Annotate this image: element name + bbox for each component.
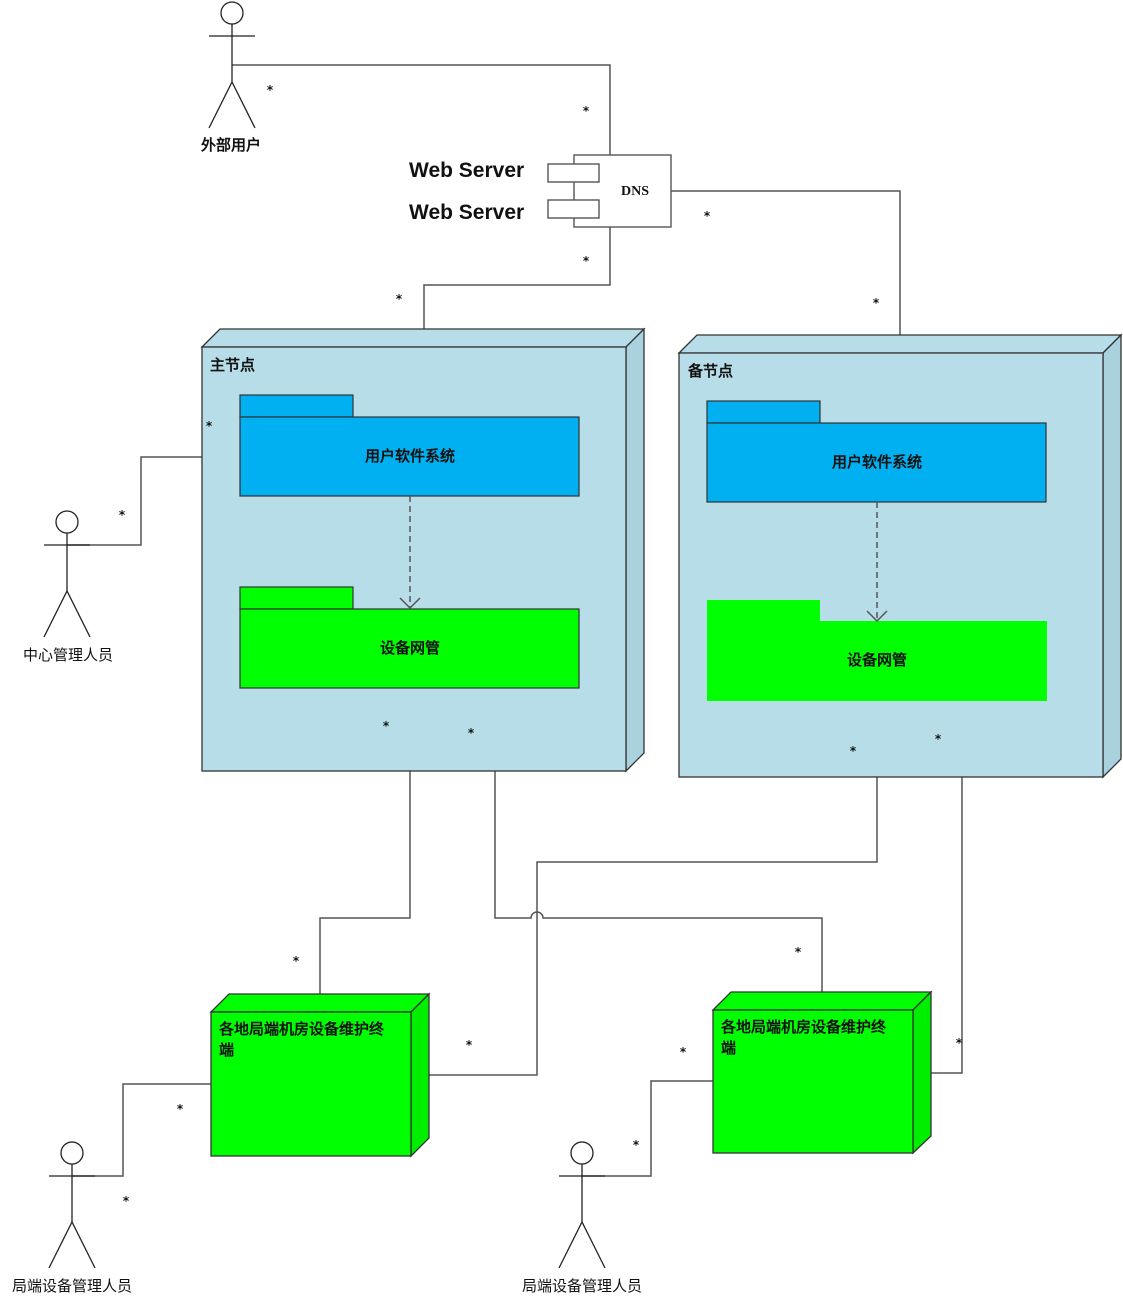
package-label: 设备网管	[847, 651, 907, 669]
multiplicity-label: *	[293, 954, 300, 968]
package-software-primary[interactable]: 用户软件系统	[239, 394, 580, 497]
node-primary-label: 主节点	[210, 356, 255, 374]
node-backup-side	[1102, 333, 1122, 779]
multiplicity-label: *	[583, 254, 590, 268]
web-server-label: Web Server	[409, 159, 524, 182]
actor-label: 外部用户	[200, 136, 261, 154]
node-backup-top	[677, 334, 1123, 354]
package-body	[239, 608, 580, 689]
component-icon	[547, 163, 600, 183]
package-body	[706, 422, 1047, 503]
terminal-label-line1: 各地局端机房设备维护终	[720, 1018, 887, 1036]
package-tab	[239, 586, 354, 610]
package-tab	[706, 400, 821, 424]
terminal-label-line2: 端	[721, 1039, 736, 1057]
multiplicity-label: *	[633, 1138, 640, 1152]
dns-label: DNS	[621, 184, 649, 199]
actor-label: 局端设备管理人员	[522, 1277, 642, 1295]
actor-label: 中心管理人员	[23, 646, 113, 664]
conn-user-dns[interactable]	[232, 64, 611, 155]
actor-head-icon	[55, 510, 79, 534]
actor-head-icon	[570, 1141, 594, 1165]
node-primary[interactable]: 主节点 用户软件系统 设备网管	[200, 327, 646, 773]
multiplicity-label: *	[267, 83, 274, 97]
package-label: 设备网管	[380, 639, 440, 657]
multiplicity-label: *	[206, 419, 213, 433]
connectors	[67, 64, 963, 1177]
actor-head-icon	[60, 1141, 84, 1165]
conn-nms2-term-right[interactable]	[922, 701, 963, 1074]
actor-legs	[48, 1220, 96, 1269]
multiplicity-label: *	[680, 1045, 687, 1059]
terminal-label: 各地局端机房设备维护终 端	[720, 1018, 891, 1057]
conn-local1-term[interactable]	[72, 1083, 211, 1177]
terminal-left[interactable]: 各地局端机房设备维护终 端	[209, 992, 431, 1158]
multiplicity-label: *	[468, 726, 475, 740]
multiplicity-label: *	[396, 292, 403, 306]
multiplicities: * * * * * * * * * * * * * * * * * * * *	[119, 83, 963, 1208]
terminal-top	[711, 991, 933, 1011]
package-body	[239, 416, 580, 497]
node-primary-side	[625, 327, 645, 773]
terminal-body	[712, 1009, 914, 1154]
web-server-label: Web Server	[409, 201, 524, 224]
multiplicity-label: *	[466, 1038, 473, 1052]
terminal-top	[209, 993, 431, 1013]
dependency-primary	[399, 496, 421, 610]
multiplicity-label: *	[383, 719, 390, 733]
node-backup-label: 备节点	[687, 362, 733, 380]
package-label: 用户软件系统	[365, 447, 455, 465]
multiplicity-label: *	[850, 744, 857, 758]
terminal-label-line2: 端	[219, 1041, 234, 1059]
terminal-label: 各地局端机房设备维护终 端	[218, 1020, 389, 1059]
dns-component[interactable]: DNS	[547, 154, 672, 228]
actor-local-admin-1[interactable]: 局端设备管理人员	[12, 1141, 132, 1295]
actor-label: 局端设备管理人员	[12, 1277, 132, 1295]
multiplicity-label: *	[956, 1036, 963, 1050]
multiplicity-label: *	[704, 209, 711, 223]
terminal-label-line1: 各地局端机房设备维护终	[218, 1020, 385, 1038]
conn-local2-term[interactable]	[582, 1080, 713, 1177]
actor-local-admin-2[interactable]: 局端设备管理人员	[522, 1141, 642, 1295]
package-label: 用户软件系统	[832, 453, 922, 471]
multiplicity-label: *	[873, 296, 880, 310]
package-software-backup[interactable]: 用户软件系统	[706, 400, 1047, 503]
conn-center-software[interactable]	[67, 456, 240, 546]
actor-legs	[558, 1220, 606, 1269]
package-nms-backup[interactable]: 设备网管	[707, 600, 1047, 701]
component-icon	[547, 199, 600, 219]
terminal-side	[410, 992, 430, 1158]
package-tab	[239, 394, 354, 418]
actor-legs	[208, 80, 256, 129]
actor-external-user[interactable]: 外部用户	[200, 1, 261, 154]
actor-center-admin[interactable]: 中心管理人员	[23, 510, 113, 664]
conn-nms2-term-left[interactable]	[421, 701, 878, 1076]
multiplicity-label: *	[119, 508, 126, 522]
conn-nms1-term-left[interactable]	[319, 688, 411, 1000]
conn-dns-primary[interactable]	[423, 227, 611, 338]
node-backup[interactable]: 备节点 用户软件系统 设备网管	[677, 333, 1123, 779]
terminal-right[interactable]: 各地局端机房设备维护终 端	[711, 990, 933, 1155]
package-shape	[707, 600, 1047, 701]
multiplicity-label: *	[123, 1194, 130, 1208]
multiplicity-label: *	[583, 104, 590, 118]
actor-legs	[43, 589, 91, 638]
multiplicity-label: *	[177, 1102, 184, 1116]
multiplicity-label: *	[935, 732, 942, 746]
conn-dns-backup[interactable]	[671, 190, 901, 344]
terminal-side	[912, 990, 932, 1155]
package-nms-primary[interactable]: 设备网管	[239, 586, 580, 689]
dependency-backup	[866, 502, 888, 623]
multiplicity-label: *	[795, 945, 802, 959]
node-primary-top	[200, 328, 646, 348]
actor-head-icon	[220, 1, 244, 25]
terminal-body	[210, 1011, 412, 1157]
